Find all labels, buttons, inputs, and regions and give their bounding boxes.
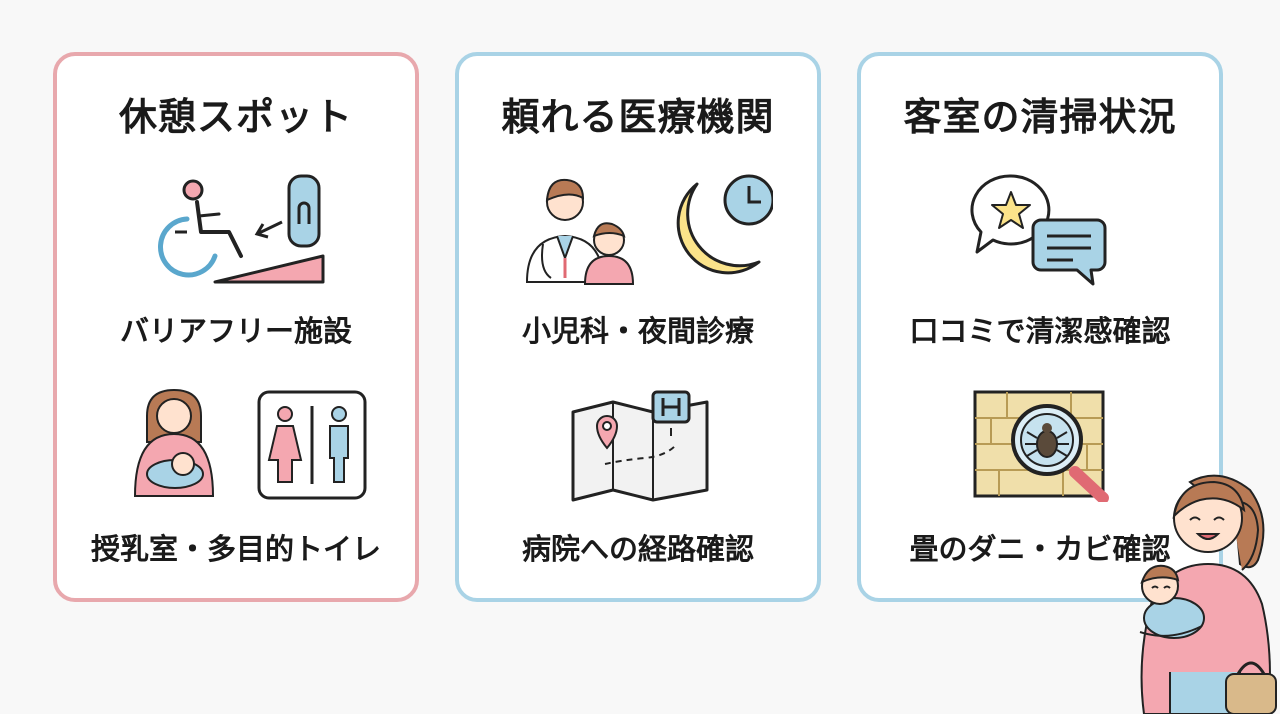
item-label: バリアフリー施設: [119, 314, 352, 348]
item-label: 畳のダニ・カビ確認: [909, 532, 1171, 566]
card-title: 頼れる医療機関: [501, 95, 775, 139]
card-room-cleaning: 客室の清掃状況 口コミで清潔感確認 畳のダニ・カビ: [857, 52, 1223, 602]
item-label: 小児科・夜間診療: [521, 314, 754, 348]
nursing-restroom-icon: [133, 388, 367, 500]
card-rest-spots: 休憩スポット バリアフリー施設 授乳室・多目的トイレ: [53, 52, 419, 602]
review-bubbles-icon: [970, 174, 1107, 286]
card-title: 休憩スポット: [118, 95, 353, 139]
pediatric-night-icon: [525, 174, 773, 285]
card-medical: 頼れる医療機関 小児科・夜間診療 病院への経路確認: [455, 52, 821, 602]
card-title: 客室の清掃状況: [903, 95, 1177, 139]
tatami-inspection-icon: [973, 390, 1109, 502]
hospital-map-icon: [571, 390, 709, 502]
item-label: 病院への経路確認: [521, 532, 754, 566]
wheelchair-ramp-icon: [158, 174, 325, 284]
mother-with-baby-illustration: [1139, 474, 1277, 714]
item-label: 口コミで清潔感確認: [909, 314, 1171, 348]
item-label: 授乳室・多目的トイレ: [90, 532, 381, 566]
